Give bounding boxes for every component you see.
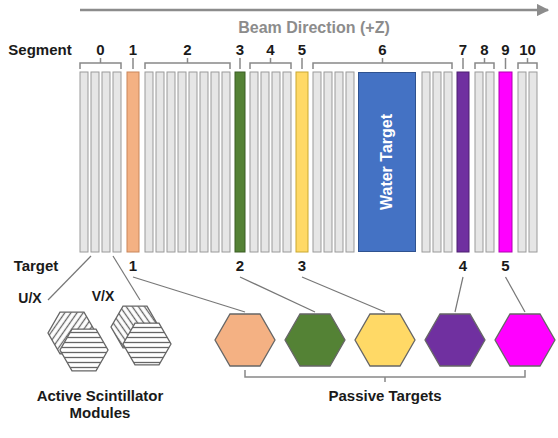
scintillator-module [156,72,164,252]
water-target-box: Water Target [358,72,416,252]
target-number: 3 [298,257,306,274]
segment-bracket [145,58,230,69]
target-number: 4 [459,257,467,274]
segment-bracket [505,58,507,69]
leader-line [506,277,526,312]
scintillator-module [189,72,197,252]
segment-bracket [132,58,134,69]
node-text: Water Target [378,114,396,210]
scintillator-module [433,72,441,252]
passive-bracket [245,370,525,382]
scintillator-module [335,72,343,252]
passive-target-bar [296,72,308,252]
target-number: 2 [236,257,244,274]
scintillator-module [261,72,269,252]
passive-target-bar [127,72,139,252]
scintillator-hexagon [123,323,171,365]
scintillator-module [283,72,291,252]
segment-bracket [301,58,303,69]
group-label: Active Scintillator Modules [30,387,170,422]
scintillator-module [211,72,219,252]
group-label: Passive Targets [328,387,441,404]
scintillator-module [346,72,354,252]
scintillator-module [145,72,153,252]
scintillator-module [91,72,99,252]
scintillator-module [313,72,321,252]
scintillator-module [486,72,494,252]
leader-line [455,277,463,312]
scintillator-module [167,72,175,252]
segment-number: 2 [183,41,191,58]
segment-number: 7 [459,41,467,58]
scintillator-module [200,72,208,252]
passive-target-hexagon [215,314,275,366]
segment-number: 8 [480,41,488,58]
scintillator-module [178,72,186,252]
scintillator-module [272,72,280,252]
scintillator-module [444,72,452,252]
plane-label: U/X [18,290,41,306]
scintillator-module [529,72,537,252]
leader-line [302,277,385,312]
scintillator-hexagon [60,329,108,371]
passive-target-hexagon [355,314,415,366]
plane-label: V/X [92,288,115,304]
segment-bracket [239,58,241,69]
target-number: 1 [129,257,137,274]
segment-number: 0 [96,41,104,58]
scintillator-module [250,72,258,252]
segment-bracket [475,58,494,69]
segment-number: 4 [266,41,274,58]
segment-bracket [80,58,121,69]
beam-direction-label: Beam Direction (+Z) [238,19,390,37]
passive-target-bar [235,72,245,252]
leader-line [133,277,245,312]
segment-bracket [462,58,464,69]
scintillator-module [102,72,110,252]
passive-target-hexagon [425,314,485,366]
segment-bracket [250,58,291,69]
passive-target-hexagon [495,314,555,366]
scintillator-module [324,72,332,252]
segment-number: 9 [501,41,509,58]
scintillator-module [518,72,526,252]
segment-number: 5 [298,41,306,58]
beam-arrow [80,9,548,12]
segment-number: 3 [236,41,244,58]
segment-number: 6 [378,41,386,58]
segment-number: 1 [129,41,137,58]
segment-number: 10 [519,41,536,58]
scintillator-module [222,72,230,252]
scintillator-module [80,72,88,252]
target-number: 5 [501,257,509,274]
scintillator-module [475,72,483,252]
segment-bracket [313,58,452,69]
leader-line [240,277,315,312]
passive-target-hexagon [285,314,345,366]
scintillator-module [113,72,121,252]
passive-target-bar [457,72,469,252]
passive-target-bar [499,72,512,252]
scintillator-module [422,72,430,252]
row-heading: Target [14,257,59,274]
row-heading: Segment [8,41,71,58]
segment-bracket [518,58,537,69]
